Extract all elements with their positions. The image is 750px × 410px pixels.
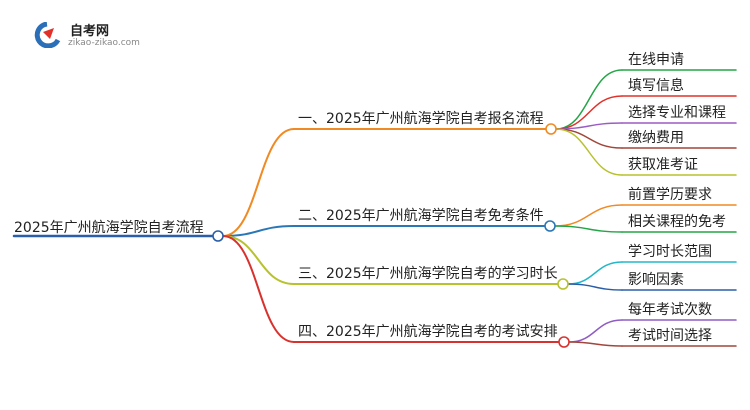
branch-connector: [222, 235, 295, 285]
logo-name: 自考网: [70, 24, 110, 39]
leaf-exam-time-choice[interactable]: 考试时间选择: [628, 328, 712, 344]
branch-node: [544, 220, 556, 232]
root-node: [212, 230, 224, 242]
leaf-fill-info[interactable]: 填写信息: [628, 78, 684, 94]
leaf-connector: [554, 225, 623, 233]
branch-node: [558, 336, 570, 348]
leaf-connector: [554, 204, 623, 227]
logo-domain: zikao-zikao.com: [68, 38, 140, 48]
leaf-connector: [555, 128, 623, 149]
branch-connector: [222, 225, 295, 237]
logo-icon: [34, 22, 61, 48]
branch-study-duration[interactable]: 三、2025年广州航海学院自考的学习时长: [298, 266, 558, 282]
branch-exemption[interactable]: 二、2025年广州航海学院自考免考条件: [298, 208, 544, 224]
leaf-prior-education[interactable]: 前置学历要求: [628, 187, 712, 203]
leaf-admission-ticket[interactable]: 获取准考证: [628, 157, 698, 173]
branch-connector: [222, 128, 295, 237]
leaf-exams-per-year[interactable]: 每年考试次数: [628, 302, 712, 318]
leaf-connector: [568, 341, 623, 347]
leaf-duration-range[interactable]: 学习时长范围: [628, 244, 712, 260]
leaf-choose-major[interactable]: 选择专业和课程: [628, 105, 726, 121]
leaf-connector: [567, 283, 623, 291]
branch-registration[interactable]: 一、2025年广州航海学院自考报名流程: [298, 111, 544, 127]
leaf-connector: [555, 128, 623, 176]
branch-exam-schedule[interactable]: 四、2025年广州航海学院自考的考试安排: [298, 324, 558, 340]
branch-node: [545, 123, 557, 135]
leaf-pay-fees[interactable]: 缴纳费用: [628, 130, 684, 146]
site-logo[interactable]: 自考网 zikao-zikao.com: [30, 18, 140, 52]
leaf-connector: [567, 261, 623, 285]
branch-node: [557, 278, 569, 290]
leaf-course-exemption[interactable]: 相关课程的免考: [628, 214, 726, 230]
leaf-connector: [555, 69, 623, 130]
branch-connector: [222, 235, 295, 343]
leaf-online-apply[interactable]: 在线申请: [628, 52, 684, 68]
leaf-connector: [555, 122, 623, 130]
leaf-connector: [568, 319, 623, 343]
root-topic[interactable]: 2025年广州航海学院自考流程: [14, 220, 204, 236]
leaf-influencing-factors[interactable]: 影响因素: [628, 272, 684, 288]
